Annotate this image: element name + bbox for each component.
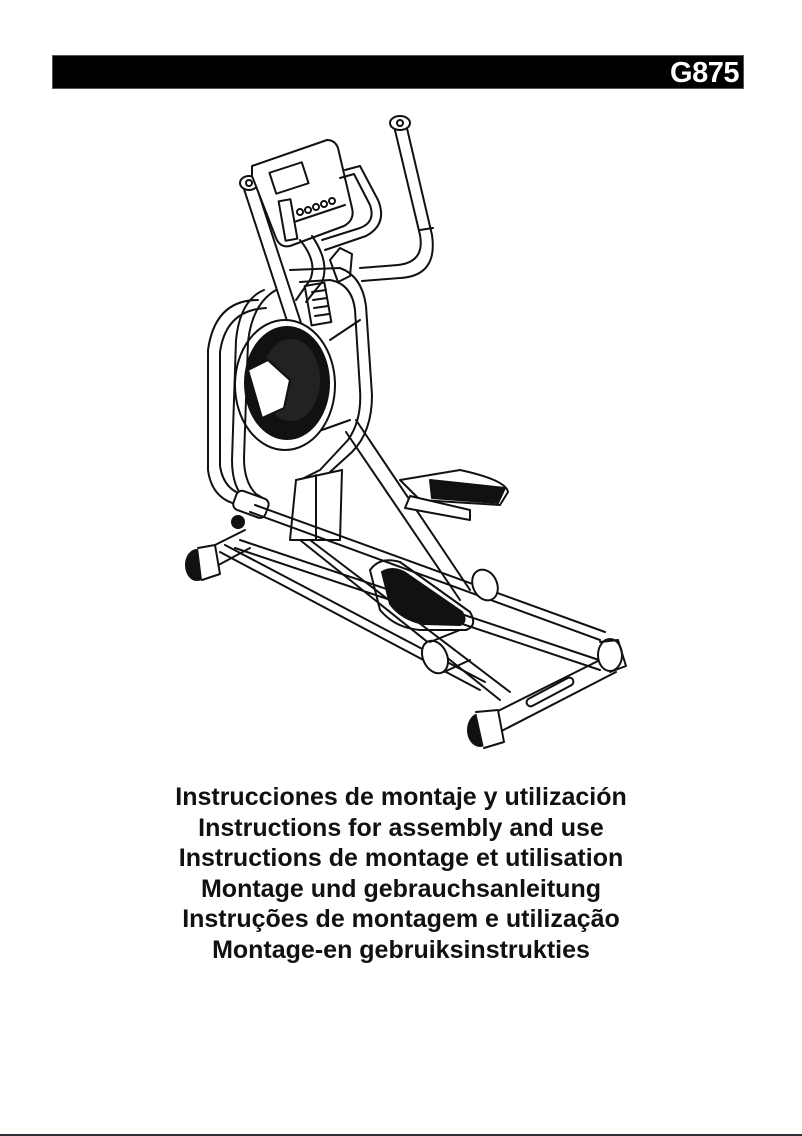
front-stabilizer: [185, 515, 251, 581]
console: [251, 139, 354, 248]
elliptical-trainer-illustration: [185, 115, 627, 749]
pedal-rollers: [420, 568, 499, 675]
page-bottom-edge: [0, 1134, 802, 1136]
left-moving-arm: [231, 289, 277, 519]
base-rails: [219, 504, 606, 701]
title-portuguese: Instruções de montagem e utilização: [182, 905, 620, 933]
title-english: Instructions for assembly and use: [198, 813, 604, 842]
title-french: Instructions de montage et utilisation: [178, 844, 624, 872]
manual-titles: Instrucciones de montaje y utilización I…: [0, 782, 802, 965]
right-pedal: [399, 469, 509, 521]
flywheel-shroud: [207, 267, 373, 509]
title-spanish: Instrucciones de montaje y utilización: [175, 783, 627, 811]
rear-stabilizer: [467, 638, 627, 749]
header-bar: G875: [52, 55, 744, 89]
title-dutch: Montage-en gebruiksinstrukties: [212, 935, 590, 964]
title-german: Montage und gebrauchsanleitung: [200, 874, 601, 903]
model-number: G875: [670, 57, 739, 89]
static-grips: [295, 165, 382, 303]
right-handlebar: [359, 115, 434, 282]
